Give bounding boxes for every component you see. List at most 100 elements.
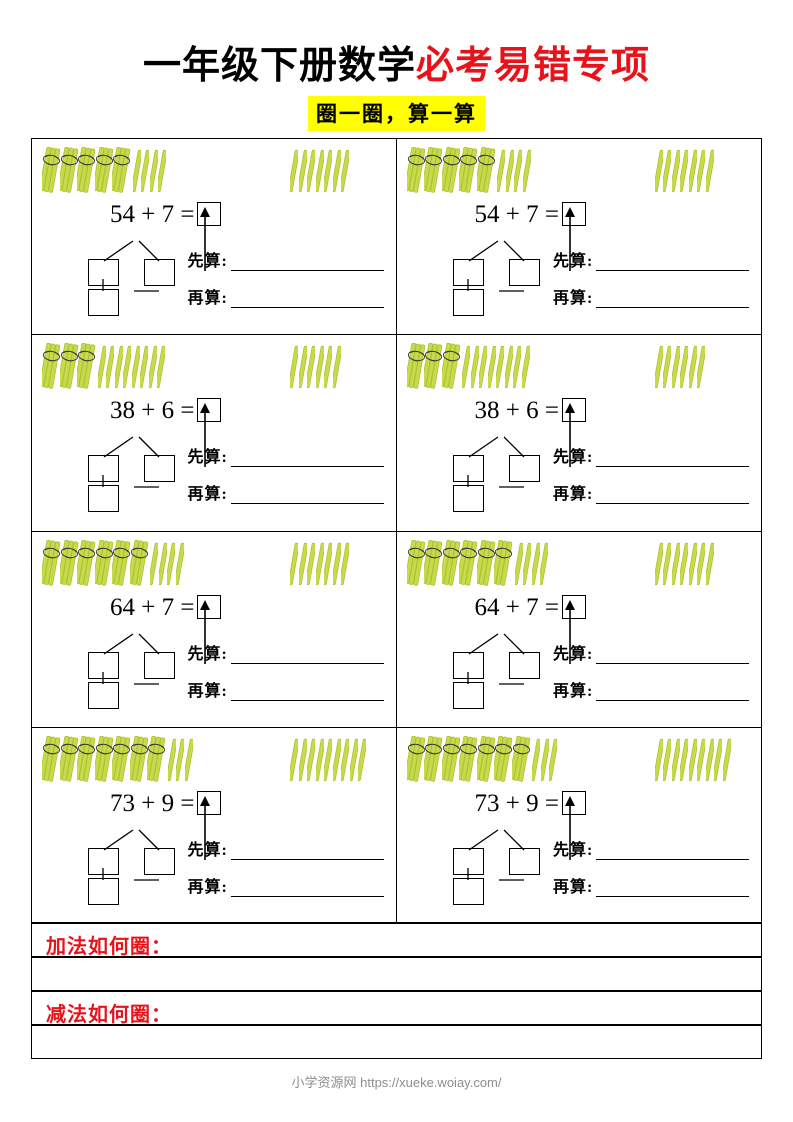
- bundle-of-ten-icon: [42, 735, 61, 782]
- answer-write-line[interactable]: [230, 882, 384, 897]
- bond-box-right[interactable]: [144, 651, 175, 679]
- answer-box-addition[interactable]: [31, 957, 762, 991]
- answer-write-line[interactable]: [596, 452, 749, 468]
- bond-box-right[interactable]: [144, 455, 175, 483]
- single-stick-icon: [114, 345, 123, 389]
- exercise-cell: 73 + 9 =先算:再算:: [32, 727, 397, 924]
- exercise-cell: 73 + 9 =先算:再算:: [397, 728, 762, 924]
- single-stick-icon: [167, 738, 176, 782]
- answer-line-row: 先算:: [553, 836, 749, 860]
- bond-box-left[interactable]: [88, 651, 119, 679]
- bundle-of-ten-icon: [459, 735, 478, 782]
- answer-write-line[interactable]: [596, 489, 749, 505]
- bond-box-left[interactable]: [452, 651, 484, 679]
- bond-box-left[interactable]: [452, 259, 484, 286]
- bond-box-bottom[interactable]: [88, 289, 119, 316]
- single-stick-icon: [132, 149, 141, 193]
- bond-box-right[interactable]: [508, 847, 540, 875]
- bond-box-right[interactable]: [508, 651, 540, 679]
- answer-write-line[interactable]: [230, 452, 384, 468]
- single-stick-icon: [671, 738, 680, 782]
- answer-write-line[interactable]: [596, 845, 749, 860]
- answer-write-line[interactable]: [230, 686, 384, 701]
- question-box-subtraction: 减法如何圈：: [31, 991, 762, 1026]
- bond-box-left[interactable]: [452, 455, 484, 483]
- answer-write-line[interactable]: [230, 649, 384, 664]
- answer-line-row: 再算:: [553, 480, 749, 505]
- single-stick-icon: [298, 542, 307, 586]
- answer-box[interactable]: [197, 398, 222, 423]
- sticks-illustration: [406, 147, 756, 199]
- bond-box-left[interactable]: [88, 847, 119, 875]
- single-stick-icon: [497, 149, 505, 193]
- bond-box-bottom[interactable]: [452, 485, 484, 513]
- bond-box-bottom[interactable]: [452, 877, 484, 905]
- bundle-of-ten-icon: [42, 539, 61, 586]
- single-stick-icon: [462, 345, 470, 389]
- single-stick-icon: [106, 345, 114, 389]
- answer-box[interactable]: [197, 202, 222, 226]
- answer-line-label: 再算:: [187, 878, 228, 896]
- answer-write-line[interactable]: [596, 293, 749, 308]
- bond-box-bottom[interactable]: [452, 681, 484, 709]
- bundle-of-ten-icon: [129, 735, 149, 782]
- single-stick-icon: [654, 149, 663, 193]
- answer-write-line[interactable]: [596, 649, 749, 664]
- bundle-of-ten-icon: [59, 735, 79, 782]
- single-stick-icon: [141, 149, 149, 193]
- exercise-cell: 64 + 7 =先算:再算:: [397, 532, 762, 727]
- bond-box-left[interactable]: [88, 455, 119, 483]
- single-stick-icon: [307, 149, 315, 193]
- bond-box-left[interactable]: [452, 847, 484, 875]
- bundle-of-ten-icon: [94, 147, 114, 193]
- bond-box-bottom[interactable]: [452, 289, 484, 316]
- answer-box[interactable]: [197, 594, 222, 619]
- bond-box-right[interactable]: [144, 847, 175, 875]
- single-stick-icon: [290, 738, 298, 782]
- single-stick-icon: [123, 345, 131, 389]
- single-stick-icon: [341, 738, 349, 782]
- answer-write-line[interactable]: [596, 256, 749, 271]
- exercise-cell: 64 + 7 =先算:再算:: [32, 531, 397, 727]
- answer-box[interactable]: [197, 790, 222, 815]
- equation-text: 38 + 6 =: [110, 397, 195, 425]
- answer-box[interactable]: [561, 398, 586, 423]
- bundle-of-ten-icon: [459, 539, 478, 586]
- single-stick-icon: [697, 149, 705, 193]
- number-bond-diagram: [87, 235, 207, 321]
- bundle-of-ten-icon: [441, 343, 461, 389]
- answer-box[interactable]: [561, 594, 586, 619]
- answer-write-line[interactable]: [230, 293, 384, 308]
- bond-box-right[interactable]: [508, 455, 540, 483]
- bond-box-right[interactable]: [144, 259, 175, 286]
- single-stick-icon: [688, 345, 697, 389]
- bond-box-bottom[interactable]: [88, 681, 119, 709]
- answer-write-line[interactable]: [230, 256, 384, 271]
- single-stick-icon: [514, 542, 523, 586]
- answer-write-line[interactable]: [596, 686, 749, 701]
- answer-write-line[interactable]: [230, 489, 384, 505]
- answer-box-subtraction[interactable]: [31, 1025, 762, 1059]
- equation: 54 + 7 =: [110, 201, 222, 229]
- single-stick-icon: [680, 738, 688, 782]
- single-stick-icon: [496, 345, 504, 389]
- bond-box-right[interactable]: [508, 259, 540, 286]
- bond-box-left[interactable]: [88, 259, 119, 286]
- answer-write-line[interactable]: [230, 845, 384, 860]
- single-stick-icon: [705, 738, 714, 782]
- answer-write-line[interactable]: [596, 882, 749, 897]
- equation-text: 73 + 9 =: [474, 789, 559, 817]
- answer-box[interactable]: [561, 202, 586, 226]
- single-stick-icon: [722, 738, 731, 782]
- answer-box[interactable]: [561, 790, 586, 815]
- single-stick-icon: [505, 149, 514, 193]
- bundle-of-ten-icon: [424, 735, 443, 782]
- single-stick-icon: [332, 738, 341, 782]
- single-stick-icon: [549, 738, 557, 782]
- bond-box-bottom[interactable]: [88, 485, 119, 513]
- single-stick-icon: [697, 542, 705, 586]
- single-stick-icon: [290, 542, 298, 586]
- bundle-of-ten-icon: [406, 343, 426, 389]
- bond-box-bottom[interactable]: [88, 877, 119, 905]
